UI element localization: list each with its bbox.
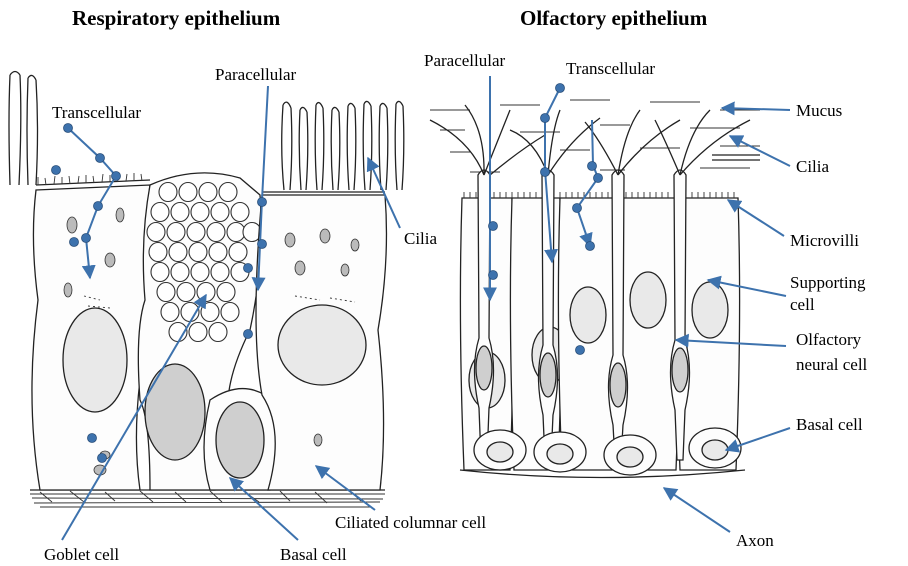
olf-supporting-label-1: Supporting <box>790 273 866 292</box>
resp-cilia-label: Cilia <box>404 229 438 248</box>
mucus-granule <box>171 263 189 282</box>
olfactory-epithelium-drawing <box>430 100 760 478</box>
olfactory-neural-nucleus <box>672 348 688 392</box>
mucus-granule <box>229 243 247 262</box>
olf-microvilli-label: Microvilli <box>790 231 859 250</box>
mucus-granule <box>157 283 175 302</box>
olf-supporting-label-2: cell <box>790 295 815 314</box>
resp-paracellular-label: Paracellular <box>215 65 297 84</box>
supporting-cell-nucleus <box>630 272 666 328</box>
mucus-granule <box>189 243 207 262</box>
right-ciliated-cilia <box>282 101 404 190</box>
olf-cilia-label: Cilia <box>796 157 830 176</box>
mucus-granule <box>179 183 197 202</box>
olfactory-neural-nucleus <box>476 346 492 390</box>
olfactory-neural-nucleus <box>540 353 556 397</box>
mucus-granule <box>227 223 245 242</box>
resp-ciliated-columnar-label: Ciliated columnar cell <box>335 513 486 532</box>
olfactory-basal-nucleus <box>487 442 513 462</box>
olfactory-basal-nucleus <box>702 440 728 460</box>
mucus-granule <box>199 183 217 202</box>
olfactory-cells <box>460 170 741 475</box>
goblet-nucleus <box>145 364 205 460</box>
mucus-granule <box>211 203 229 222</box>
respiratory-basal-nucleus <box>216 402 264 478</box>
supporting-cell <box>618 198 679 470</box>
mucus-granule <box>149 243 167 262</box>
olfactory-basal-nucleus <box>617 447 643 467</box>
resp-transcellular-label: Transcellular <box>52 103 141 122</box>
olf-paracellular-label: Paracellular <box>424 51 506 70</box>
mucus-granule <box>187 223 205 242</box>
resp-goblet-cell-label: Goblet cell <box>44 545 119 564</box>
respiratory-epithelium-drawing <box>9 72 404 508</box>
mucus-granule <box>191 263 209 282</box>
supporting-cell-nucleus <box>692 282 728 338</box>
mucus-granule <box>231 203 249 222</box>
supporting-cell-nucleus <box>570 287 606 343</box>
respiratory-basal-cell <box>204 389 276 490</box>
mucus-granule <box>209 243 227 262</box>
mucus-granule <box>151 263 169 282</box>
mucus-granule <box>207 223 225 242</box>
mucus-granule <box>201 303 219 322</box>
mucus-granule <box>219 183 237 202</box>
right-ciliated-cell <box>256 101 404 490</box>
mucus-granule <box>147 223 165 242</box>
olf-cilia-arrow <box>730 136 790 166</box>
mucus-granule <box>217 283 235 302</box>
right-ciliated-nucleus <box>278 305 366 385</box>
olfactory-neural-nucleus <box>610 363 626 407</box>
olf-mucus-label: Mucus <box>796 101 842 120</box>
mucus-granule <box>191 203 209 222</box>
mucus-granule <box>221 303 239 322</box>
olf-axon-label: Axon <box>736 531 774 550</box>
mucus-granule <box>159 183 177 202</box>
olf-neural-label-2: neural cell <box>796 355 868 374</box>
olfactory-basal-nucleus <box>547 444 573 464</box>
olfactory-basement <box>460 470 745 478</box>
mucus-granule <box>211 263 229 282</box>
mucus-granule <box>197 283 215 302</box>
mucus-granule <box>171 203 189 222</box>
mucus-granule <box>167 223 185 242</box>
respiratory-title: Respiratory epithelium <box>72 6 281 30</box>
olf-basal-label: Basal cell <box>796 415 863 434</box>
olf-transcellular-label: Transcellular <box>566 59 655 78</box>
microvilli-fringe <box>464 192 734 198</box>
left-ciliated-nucleus <box>63 308 127 412</box>
olf-axon-arrow <box>664 488 730 532</box>
mucus-granule <box>151 203 169 222</box>
olfactory-title: Olfactory epithelium <box>520 6 708 30</box>
mucus-granule <box>177 283 195 302</box>
mucus-granule <box>189 323 207 342</box>
resp-basal-cell-label: Basal cell <box>280 545 347 564</box>
olf-neural-label-1: Olfactory <box>796 330 862 349</box>
mucus-granule <box>161 303 179 322</box>
mucus-granule <box>169 243 187 262</box>
mucus-granule <box>209 323 227 342</box>
